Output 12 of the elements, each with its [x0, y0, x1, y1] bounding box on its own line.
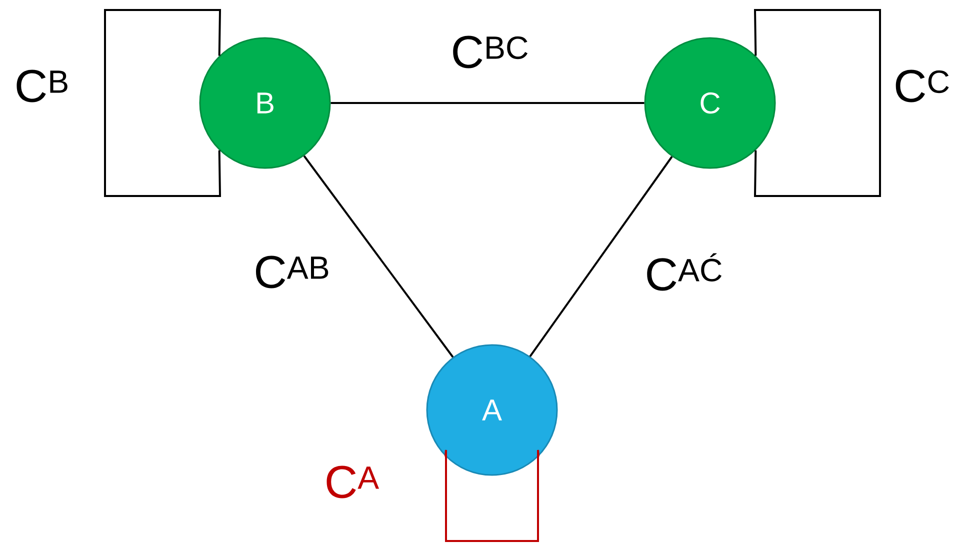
connector-line [754, 9, 881, 197]
edge-label: C$^{AB}$ [256, 256, 328, 288]
connector-line [444, 449, 540, 542]
connector-line [330, 102, 644, 104]
edge-label: C$^{C}$ [896, 70, 949, 102]
edge-label: C$^{BC}$ [453, 36, 528, 68]
edge-label: C$^{AĆ}$ [647, 253, 722, 291]
connector-line [529, 156, 673, 357]
edge-label: C$^{B}$ [16, 70, 68, 102]
connector-line [104, 9, 222, 197]
edge-label: C$^{A}$ [326, 466, 380, 498]
connector-line [303, 155, 454, 358]
